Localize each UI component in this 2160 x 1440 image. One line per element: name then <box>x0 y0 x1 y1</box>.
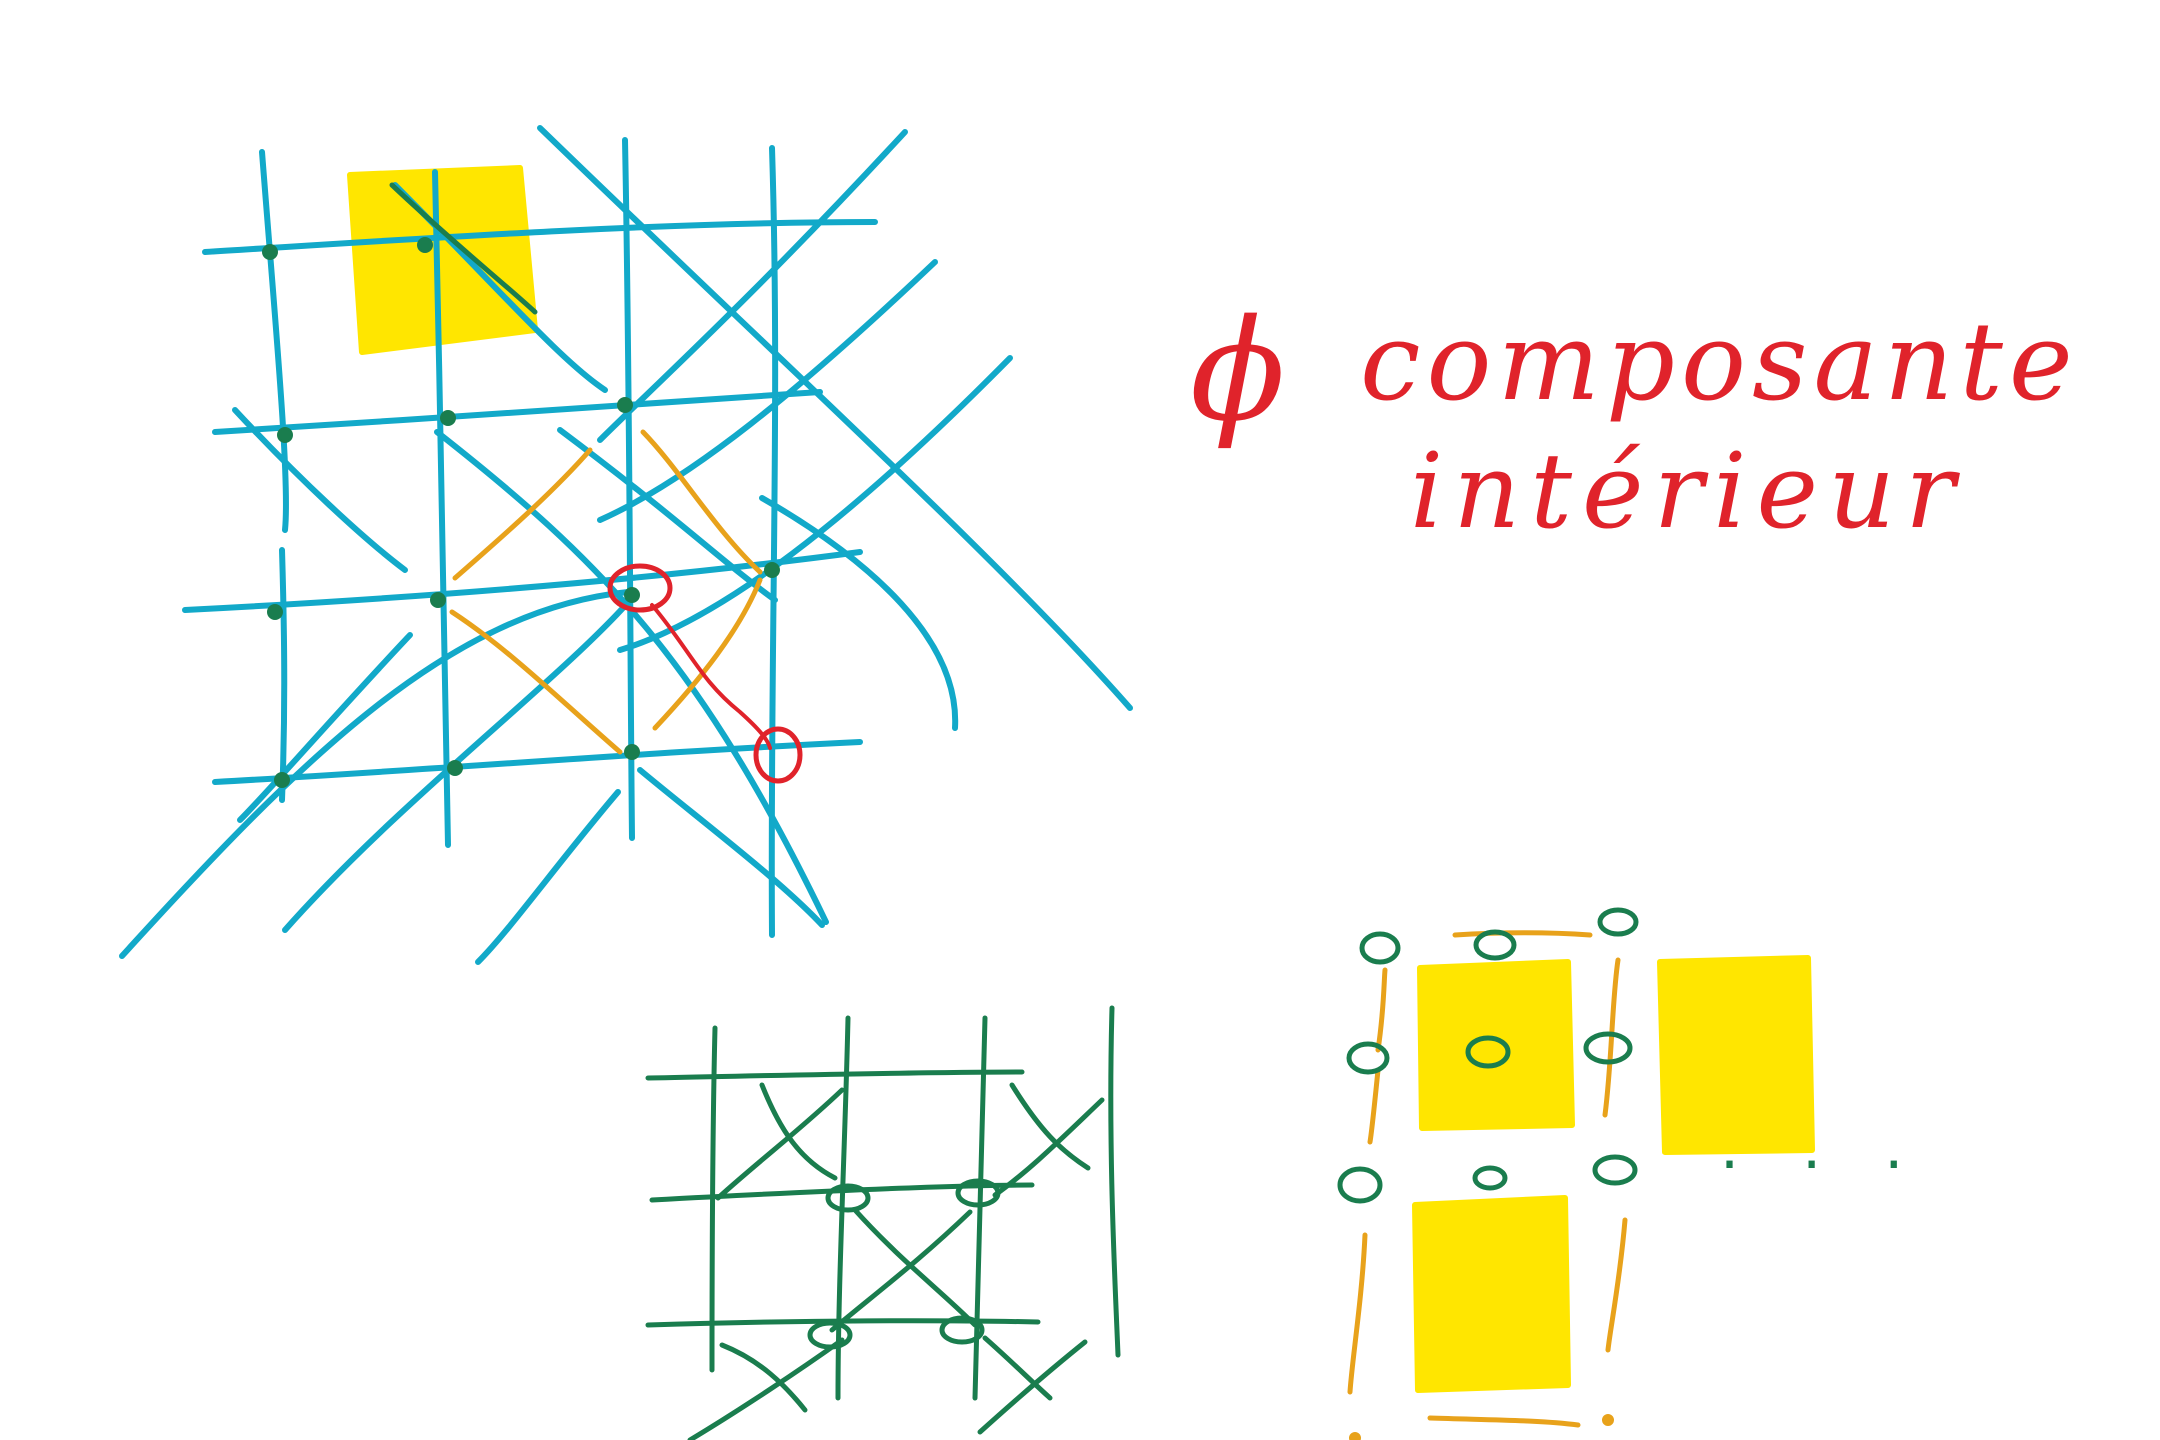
grid-accent-diagonal <box>389 182 538 315</box>
red-link-curve <box>650 603 772 750</box>
yellow-cell-top-left <box>1417 959 1575 1131</box>
green-grid-diagonal-1 <box>759 1082 838 1181</box>
grid-diagonal-line-9 <box>119 589 631 959</box>
orange-diamond-stroke-4 <box>652 577 763 731</box>
grid-vertical-line-4 <box>622 137 635 841</box>
green-grid-node-3 <box>807 1320 853 1350</box>
dual-vertex-circle-7 <box>1337 1166 1383 1204</box>
grid-diagonal-line-12 <box>475 789 621 965</box>
green-grid-diagonal-5 <box>852 1207 978 1328</box>
dual-edge-bar-7 <box>1427 1415 1581 1428</box>
dual-edge-bar-1 <box>1452 930 1593 938</box>
grid-horizontal-line-2 <box>212 389 823 435</box>
dual-vertex-circle-4 <box>1346 1041 1390 1075</box>
annotation-line-2: intérieur <box>1410 430 1965 552</box>
green-grid-vertical-4 <box>1108 1005 1121 1358</box>
dual-edge-bar-5 <box>1605 1217 1628 1353</box>
phi-symbol: ϕ <box>1190 290 1286 453</box>
dual-vertex-circle-9 <box>1592 1154 1638 1186</box>
green-grid-diagonal-3 <box>1009 1082 1091 1171</box>
dual-edge-bar-3 <box>1367 1067 1381 1145</box>
grid-node-dot-6 <box>267 604 283 620</box>
grid-node-dot-7 <box>430 592 446 608</box>
grid-node-dot-3 <box>277 427 293 443</box>
dual-vertex-circle-6 <box>1583 1031 1633 1065</box>
grid-node-dot-2 <box>417 237 433 253</box>
dual-vertex-circle-3 <box>1597 907 1639 937</box>
grid-node-dot-5 <box>617 397 633 413</box>
target-node-circle <box>753 726 803 784</box>
dual-edge-dot-2 <box>1602 1414 1614 1426</box>
green-grid-node-1 <box>825 1183 871 1213</box>
grid-diagonal-line-1 <box>537 125 1133 711</box>
green-grid-diagonal-4 <box>992 1097 1105 1198</box>
grid-diagonal-line-6 <box>597 129 908 443</box>
dual-edge-bar-2 <box>1375 967 1388 1053</box>
yellow-cell-grid <box>347 165 538 355</box>
green-grid-diagonal-6 <box>829 1209 973 1333</box>
grid-diagonal-line-8 <box>617 355 1013 653</box>
grid-diagonal-line-7 <box>597 259 938 523</box>
grid-node-dot-11 <box>447 760 463 776</box>
grid-vertical-line-2 <box>279 547 288 803</box>
grid-diagonal-line-10 <box>237 632 413 823</box>
grid-diagonal-line-5 <box>637 767 825 928</box>
grid-node-dot-4 <box>440 410 456 426</box>
grid-vertical-line-3 <box>432 169 451 848</box>
grid-diagonal-line-13 <box>759 495 959 731</box>
orange-diamond-stroke-1 <box>452 447 593 581</box>
grid-diagonal-line-14 <box>557 427 778 603</box>
green-grid-diagonal-8 <box>687 1337 845 1440</box>
green-grid-diagonal-9 <box>982 1335 1053 1401</box>
green-grid-horizontal-3 <box>645 1318 1041 1328</box>
dual-vertex-circle-8 <box>1472 1165 1508 1191</box>
grid-horizontal-line-1 <box>202 219 878 255</box>
green-grid-vertical-1 <box>709 1025 718 1373</box>
orange-diamond-stroke-2 <box>640 429 763 575</box>
grid-node-dot-12 <box>624 744 640 760</box>
grid-node-dot-9 <box>764 562 780 578</box>
grid-diagonal-line-4 <box>434 429 829 925</box>
grid-vertical-line-1 <box>259 149 289 533</box>
ellipsis-continuation: · · · <box>1720 1130 1926 1200</box>
grid-node-dot-1 <box>262 244 278 260</box>
orange-diamond-stroke-3 <box>449 609 623 755</box>
dual-edge-dot-1 <box>1349 1432 1361 1440</box>
annotation-line-1: composante <box>1360 300 2079 425</box>
grid-node-dot-8 <box>624 587 640 603</box>
green-grid-diagonal-7 <box>719 1342 808 1413</box>
green-grid-diagonal-2 <box>715 1087 845 1201</box>
dual-vertex-circle-1 <box>1359 931 1401 965</box>
green-grid-node-2 <box>955 1178 1001 1208</box>
dual-vertex-circle-5 <box>1465 1035 1511 1069</box>
yellow-cell-bottom <box>1412 1195 1571 1393</box>
grid-diagonal-line-3 <box>232 407 408 573</box>
dual-vertex-circle-2 <box>1473 929 1517 961</box>
green-grid-vertical-2 <box>835 1015 851 1401</box>
yellow-cell-top-right <box>1657 955 1815 1155</box>
grid-diagonal-line-11 <box>282 595 635 933</box>
dual-edge-bar-6 <box>1347 1232 1368 1395</box>
green-grid-vertical-3 <box>972 1015 988 1401</box>
green-grid-horizontal-1 <box>645 1069 1025 1081</box>
highlighted-node-circle <box>607 563 673 613</box>
green-grid-diagonal-10 <box>977 1339 1088 1435</box>
green-grid-node-4 <box>939 1315 985 1345</box>
grid-node-dot-10 <box>274 772 290 788</box>
